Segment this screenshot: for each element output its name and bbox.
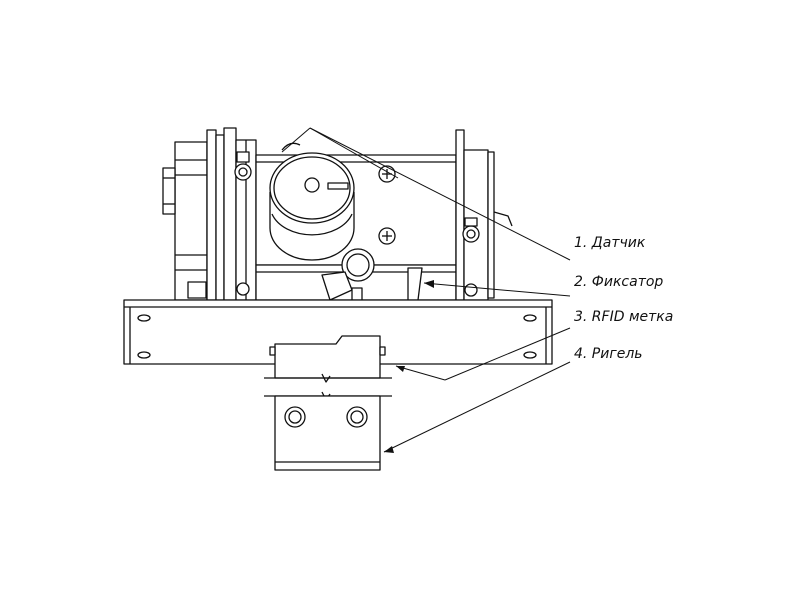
leader-bolt	[383, 361, 571, 453]
leader-sensor-a	[309, 127, 571, 261]
leader-sensor-b	[281, 127, 311, 153]
callout-latch-label: 2. Фиксатор	[574, 274, 663, 290]
callout-bolt-label: 4. Ригель	[574, 346, 643, 362]
leader-latch	[423, 282, 571, 297]
leader-sensor-c	[309, 127, 399, 179]
leader-lines	[281, 127, 571, 453]
left-mount-assembly	[162, 127, 257, 301]
sensor-drum	[269, 142, 355, 261]
right-bracket-assembly	[455, 129, 513, 301]
leader-rfid	[444, 327, 571, 381]
callout-sensor-label: 1. Датчик	[574, 235, 646, 251]
arrowhead-rfid	[396, 366, 405, 372]
arrowhead-bolt	[384, 446, 394, 453]
leader-arrowheads	[384, 280, 434, 453]
housing-screw-bottom	[378, 227, 396, 245]
latch-assembly	[321, 248, 423, 301]
bolt-body	[264, 335, 392, 471]
arrowhead-latch	[424, 280, 434, 288]
callout-rfid-label: 3. RFID метка	[574, 309, 673, 325]
